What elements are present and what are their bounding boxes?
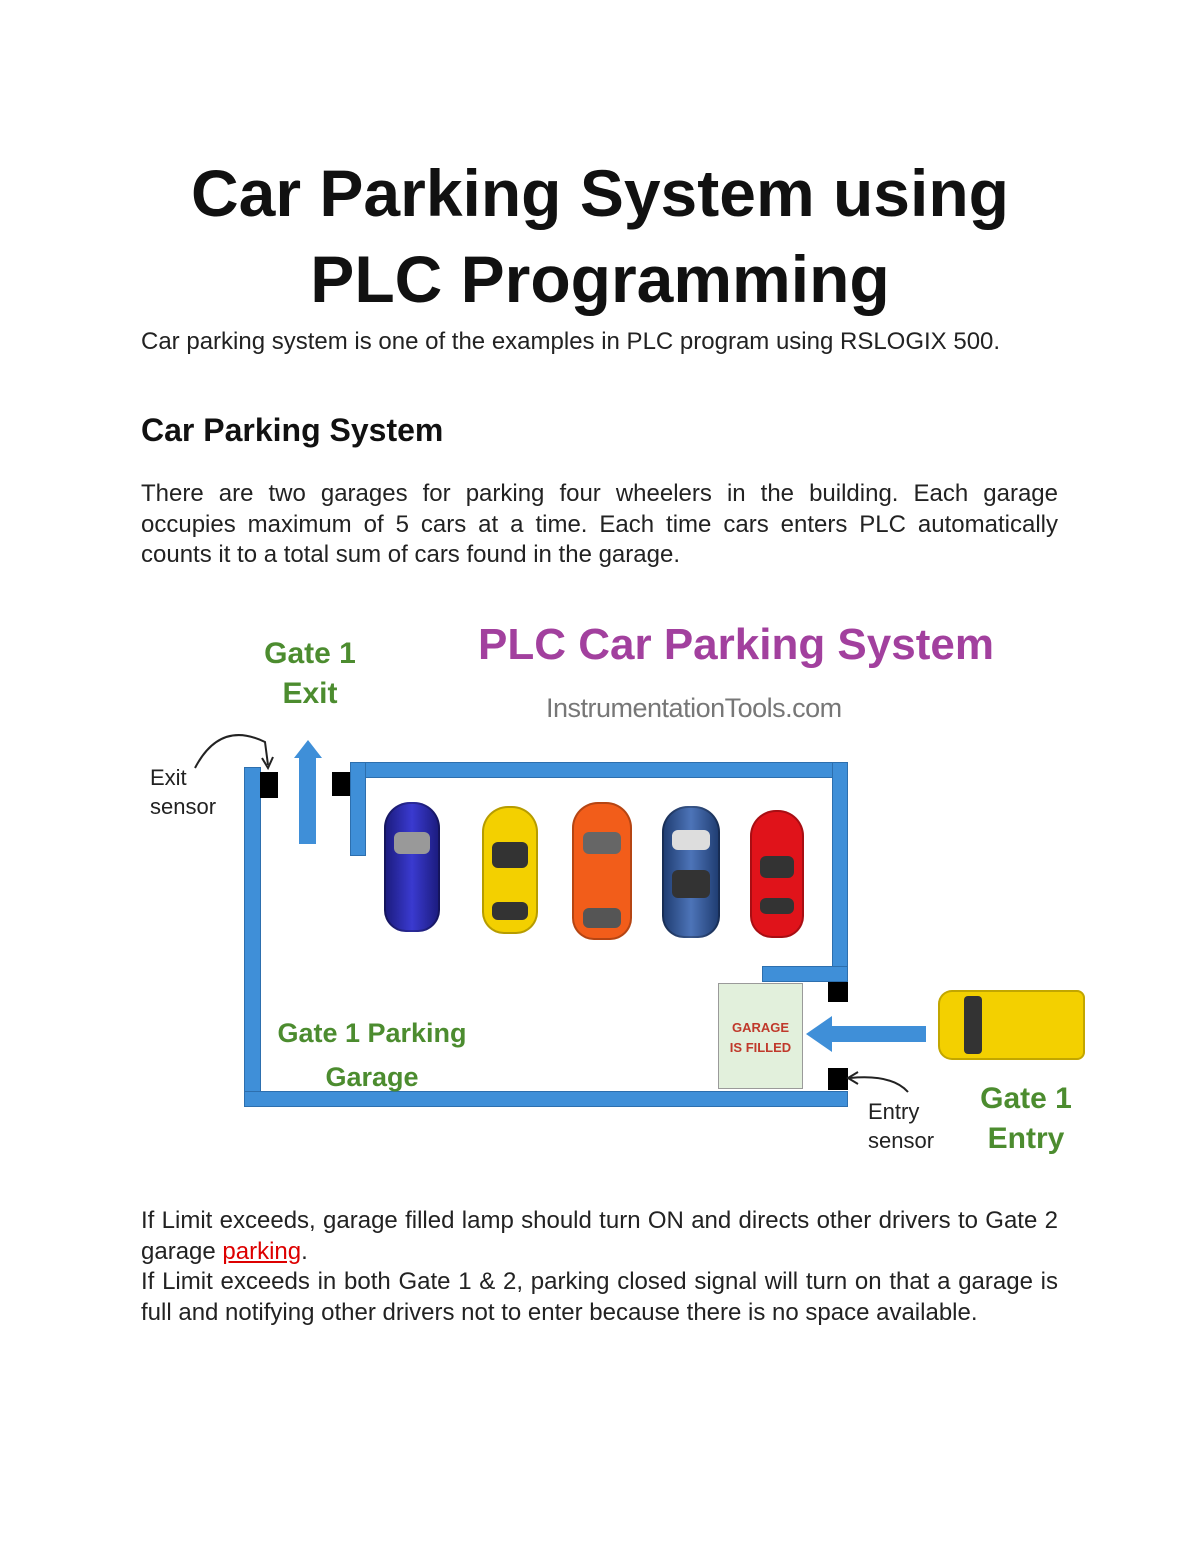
title-line-1: Car Parking System using: [191, 156, 1009, 230]
wall-top: [350, 762, 848, 778]
closed-signal-paragraph: If Limit exceeds in both Gate 1 & 2, par…: [141, 1268, 1058, 1326]
parking-link[interactable]: parking: [222, 1237, 302, 1265]
description-paragraph: There are two garages for parking four w…: [141, 480, 1058, 568]
exit-sensor-arrow-icon: [194, 734, 274, 771]
intro-paragraph: Car parking system is one of the example…: [141, 328, 1001, 355]
exit-up-arrow-icon: [294, 740, 322, 844]
wall-gate-post: [350, 762, 366, 856]
parked-car-orange: [572, 802, 632, 940]
exit-sensor-2: [332, 772, 350, 796]
section-heading: Car Parking System: [141, 412, 444, 448]
diagram-title: PLC Car Parking System: [478, 620, 994, 669]
wall-right: [832, 762, 848, 984]
parked-car-red: [750, 810, 804, 938]
diagram-watermark: InstrumentationTools.com: [546, 693, 842, 723]
entry-sensor: [828, 1068, 848, 1090]
exit-sensor: [260, 772, 278, 798]
parked-car-yellow: [482, 806, 538, 934]
title-line-2: PLC Programming: [310, 242, 890, 316]
parked-car-navy: [662, 806, 720, 938]
entry-arrow-icon: [806, 1016, 926, 1052]
wall-left: [244, 767, 261, 1107]
wall-bottom: [244, 1091, 848, 1107]
wall-entry-step: [762, 966, 848, 982]
entry-sensor-top: [828, 982, 848, 1002]
parked-car-blue: [384, 802, 440, 932]
limit-paragraph: If Limit exceeds, garage filled lamp sho…: [141, 1207, 1058, 1265]
entry-sensor-arrow-icon: [846, 1071, 909, 1093]
entering-van: [938, 990, 1085, 1060]
